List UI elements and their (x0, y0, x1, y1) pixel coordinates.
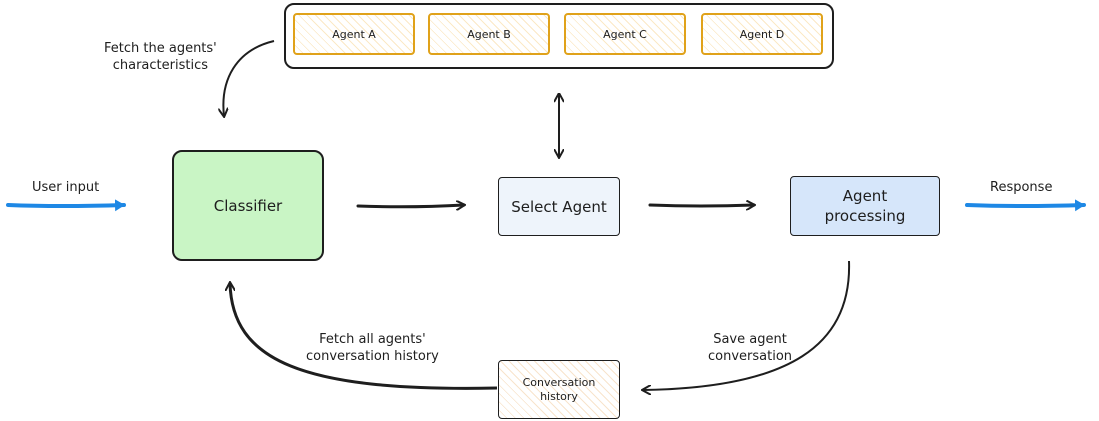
agent-a-label: Agent A (332, 27, 376, 41)
response-text: Response (990, 180, 1053, 195)
agent-processing-label-line1: Agent (842, 187, 888, 205)
agent-c-box: Agent C (564, 13, 686, 55)
save-conversation-line1: Save agent (713, 332, 787, 347)
response-label: Response (990, 179, 1052, 196)
conversation-history-node: Conversation history (498, 360, 620, 419)
user-input-label: User input (32, 179, 99, 196)
agent-a-box: Agent A (293, 13, 415, 55)
fetch-history-label: Fetch all agents' conversation history (306, 331, 439, 365)
agent-processing-label-line2: processing (824, 207, 906, 225)
user-input-text: User input (32, 180, 100, 195)
fetch-history-line1: Fetch all agents' (319, 332, 426, 347)
response-arrow (965, 199, 1086, 212)
agent-c-label: Agent C (603, 27, 647, 41)
select-agent-node: Select Agent (498, 177, 620, 236)
user-input-arrow (6, 199, 126, 212)
agent-d-box: Agent D (701, 13, 823, 55)
agent-processing-node: Agent processing (790, 176, 940, 236)
fetch-history-line2: conversation history (306, 349, 439, 364)
classifier-label: Classifier (213, 196, 283, 215)
select-to-processing-arrow (648, 205, 754, 206)
conversation-history-label-line2: history (540, 389, 578, 403)
save-conversation-arrow (643, 260, 851, 390)
classifier-node: Classifier (172, 150, 324, 261)
save-conversation-line2: conversation (708, 349, 793, 364)
fetch-characteristics-arrow (223, 40, 275, 116)
agent-b-box: Agent B (428, 13, 550, 55)
fetch-characteristics-line2: characteristics (112, 58, 208, 73)
fetch-characteristics-line1: Fetch the agents' (104, 41, 217, 56)
fetch-characteristics-label: Fetch the agents' characteristics (104, 40, 217, 74)
save-conversation-label: Save agent conversation (708, 331, 792, 365)
select-agent-label: Select Agent (511, 197, 607, 216)
agent-d-label: Agent D (739, 27, 785, 41)
fetch-history-arrow (230, 283, 498, 390)
classifier-to-select-arrow (356, 205, 464, 207)
agent-b-label: Agent B (467, 27, 511, 41)
conversation-history-label-line1: Conversation (522, 375, 596, 389)
